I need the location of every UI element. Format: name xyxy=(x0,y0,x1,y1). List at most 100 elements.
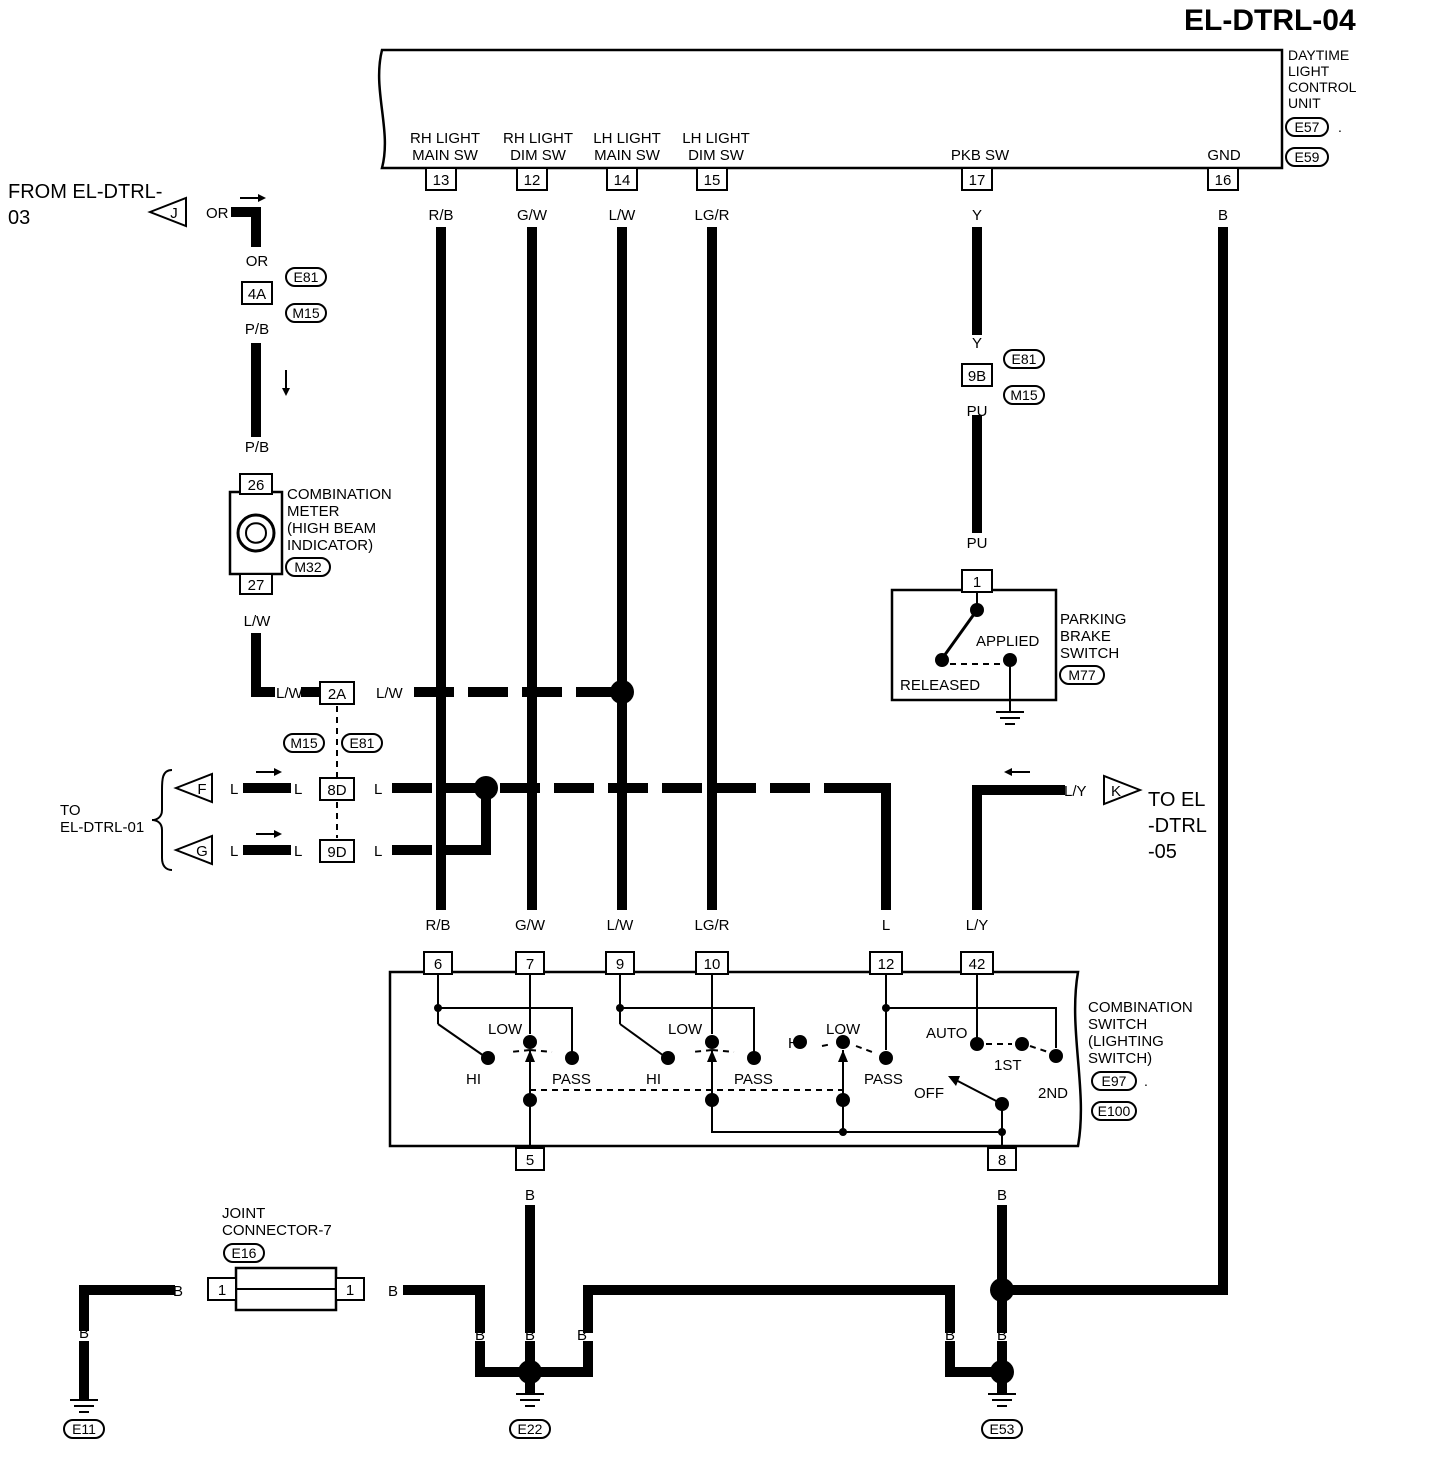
control-unit-wire-colors: R/B G/W L/W LG/R Y B xyxy=(428,207,1228,224)
wire-color-y: Y xyxy=(972,207,982,224)
to-right-line-2: -DTRL xyxy=(1148,815,1207,837)
wire-color-lw-meter: L/W xyxy=(244,613,272,630)
control-unit-name-line-3: CONTROL xyxy=(1288,79,1357,95)
ground-e11: E11 xyxy=(72,1421,96,1437)
cs-wire-color-b-5: B xyxy=(525,1187,535,1204)
label-pass-lh: PASS xyxy=(734,1071,773,1088)
label-off: OFF xyxy=(914,1085,944,1102)
high-beam-indicator-lamp-icon xyxy=(236,513,276,553)
wire-color-lw-left: L/W xyxy=(276,685,304,702)
connector-tag-j-arrow xyxy=(147,196,187,228)
ground-symbol-e53-icon xyxy=(988,1393,1016,1407)
label-low-lh: LOW xyxy=(668,1021,703,1038)
wire-color-pb: P/B xyxy=(245,321,269,338)
pkb-name-line-2: BRAKE xyxy=(1060,628,1111,645)
current-arrow-down xyxy=(282,388,290,396)
cs-wire-color-lw: L/W xyxy=(607,917,635,934)
terminal-13-label: RH LIGHT xyxy=(410,130,480,147)
pkb-name-line-1: PARKING xyxy=(1060,611,1126,628)
label-pass-12: PASS xyxy=(864,1071,903,1088)
connector-e81-2a: E81 xyxy=(350,735,375,751)
terminal-15-label: LH LIGHT xyxy=(682,130,750,147)
pkb-name-line-3: SWITCH xyxy=(1060,645,1119,662)
connector-m15: M15 xyxy=(292,305,319,321)
pin-26: 26 xyxy=(248,477,265,494)
terminal-12-label-2: DIM SW xyxy=(510,147,567,164)
control-unit-pins: 13 12 14 15 17 16 xyxy=(425,167,1239,191)
pin-2a: 2A xyxy=(328,686,346,703)
cs-wire-color-ly: L/Y xyxy=(966,917,989,934)
wire-color-l-g2: L xyxy=(294,843,302,860)
splice-e22 xyxy=(518,1360,542,1384)
junction-2a: L/W 2A L/W M15 E81 xyxy=(276,680,634,778)
wire-color-b-jc-right: B xyxy=(388,1283,398,1300)
wire-color-b-e22-mid: B xyxy=(525,1327,535,1344)
wire-color-rb: R/B xyxy=(428,207,453,224)
pin-16: 16 xyxy=(1215,172,1232,189)
cs-pin-8: 8 xyxy=(998,1152,1006,1169)
connector-tag-k-arrow xyxy=(1103,774,1143,806)
label-2nd: 2ND xyxy=(1038,1085,1068,1102)
cs-wire-color-lgr: LG/R xyxy=(694,917,729,934)
cs-wire-color-b-8: B xyxy=(997,1187,1007,1204)
wire-color-b-e22-left: B xyxy=(475,1327,485,1344)
control-unit-name-line-1: DAYTIME xyxy=(1288,47,1349,63)
cs-pin-6: 6 xyxy=(434,956,442,973)
wire-color-y-pkb: Y xyxy=(972,335,982,352)
label-hi-12: HI xyxy=(788,1035,803,1052)
connector-tag-k: K xyxy=(1111,783,1121,800)
from-el-dtrl-03: FROM EL-DTRL- 03 J OR xyxy=(8,181,266,247)
control-unit-connector-e57: E57 xyxy=(1295,119,1320,135)
ground-e53: E53 xyxy=(990,1421,1015,1437)
pin-9d: 9D xyxy=(327,844,346,861)
splice-lw xyxy=(610,680,634,704)
cs-pin-7: 7 xyxy=(526,956,534,973)
wire-color-l-g: L xyxy=(230,843,238,860)
wire-color-l-8d: L xyxy=(374,781,382,798)
label-1st: 1ST xyxy=(994,1057,1022,1074)
wire-color-b-e53-left: B xyxy=(945,1327,955,1344)
connector-tag-j: J xyxy=(170,205,178,222)
daytime-light-control-unit: DAYTIME LIGHT CONTROL UNIT E57 . E59 xyxy=(377,47,1357,170)
splice-gnd-16 xyxy=(990,1278,1014,1302)
wire-color-b-jc-left: B xyxy=(173,1283,183,1300)
cs-wire-color-l: L xyxy=(882,917,890,934)
cs-wire-color-rb: R/B xyxy=(425,917,450,934)
wire-color-lw-right: L/W xyxy=(376,685,404,702)
wire-color-pb-meter: P/B xyxy=(245,439,269,456)
label-low-12: LOW xyxy=(826,1021,861,1038)
to-left-line-1: TO xyxy=(60,802,81,819)
splice-l xyxy=(474,776,498,800)
cs-pin-9: 9 xyxy=(616,956,624,973)
label-pass-rh: PASS xyxy=(552,1071,591,1088)
cs-name-line-2: SWITCH xyxy=(1088,1016,1147,1033)
wire-color-b-e22-right: B xyxy=(577,1327,587,1344)
wire-color-l-f2: L xyxy=(294,781,302,798)
pin-1-pkb: 1 xyxy=(973,574,981,591)
label-auto: AUTO xyxy=(926,1025,967,1042)
wire-color-b: B xyxy=(1218,207,1228,224)
from-ref-line-1: FROM EL-DTRL- xyxy=(8,181,162,203)
label-hi-rh: HI xyxy=(466,1071,481,1088)
connector-m15-pkb: M15 xyxy=(1010,387,1037,403)
pin-14: 14 xyxy=(614,172,631,189)
wire-color-b-e53-mid: B xyxy=(997,1327,1007,1344)
terminal-15-label-2: DIM SW xyxy=(688,147,745,164)
ground-e22: E22 xyxy=(518,1421,543,1437)
wire-color-or: OR xyxy=(246,253,269,270)
wire-color-or-top: OR xyxy=(206,205,229,222)
cs-pin-12: 12 xyxy=(878,956,895,973)
cs-name-line-1: COMBINATION xyxy=(1088,999,1193,1016)
control-unit-connector-e59: E59 xyxy=(1295,149,1320,165)
pin-13: 13 xyxy=(433,172,450,189)
terminal-17-label: PKB SW xyxy=(951,147,1010,164)
meter-name-line-1: COMBINATION xyxy=(287,486,392,503)
jc-pin-left: 1 xyxy=(218,1282,226,1299)
label-low-rh: LOW xyxy=(488,1021,523,1038)
position-released: RELEASED xyxy=(900,677,980,694)
connector-m32: M32 xyxy=(294,559,321,575)
control-unit-name-line-2: LIGHT xyxy=(1288,63,1330,79)
cs-pin-5: 5 xyxy=(526,1152,534,1169)
cs-name-line-3: (LIGHTING xyxy=(1088,1033,1164,1050)
